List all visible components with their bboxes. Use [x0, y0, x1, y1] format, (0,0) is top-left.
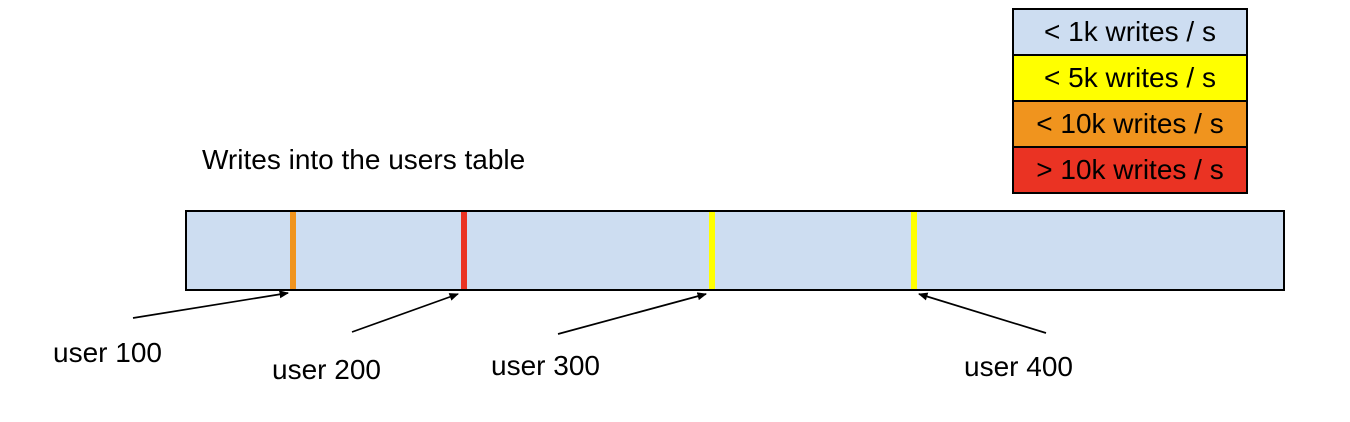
- write-hotspot-stripe-user-100: [290, 212, 296, 289]
- write-hotspot-stripe-user-400: [911, 212, 917, 289]
- label-user-100: user 100: [53, 337, 162, 368]
- arrow-user-100: [132, 290, 289, 319]
- legend-item-lt-10k: < 10k writes / s: [1012, 100, 1248, 148]
- label-user-200: user 200: [272, 354, 381, 385]
- write-hotspot-stripe-user-200: [461, 212, 467, 289]
- legend-item-lt-5k: < 5k writes / s: [1012, 54, 1248, 102]
- legend-item-gt-10k: > 10k writes / s: [1012, 146, 1248, 194]
- arrow-user-300: [557, 292, 707, 335]
- arrow-user-200: [351, 293, 459, 333]
- label-user-300: user 300: [491, 350, 600, 381]
- label-user-400: user 400: [964, 351, 1073, 382]
- legend: < 1k writes / s < 5k writes / s < 10k wr…: [1012, 8, 1248, 194]
- arrow-user-400: [918, 292, 1047, 334]
- diagram-title: Writes into the users table: [202, 144, 526, 175]
- users-table-bar: [185, 210, 1285, 291]
- legend-item-lt-1k: < 1k writes / s: [1012, 8, 1248, 56]
- write-hotspot-stripe-user-300: [709, 212, 715, 289]
